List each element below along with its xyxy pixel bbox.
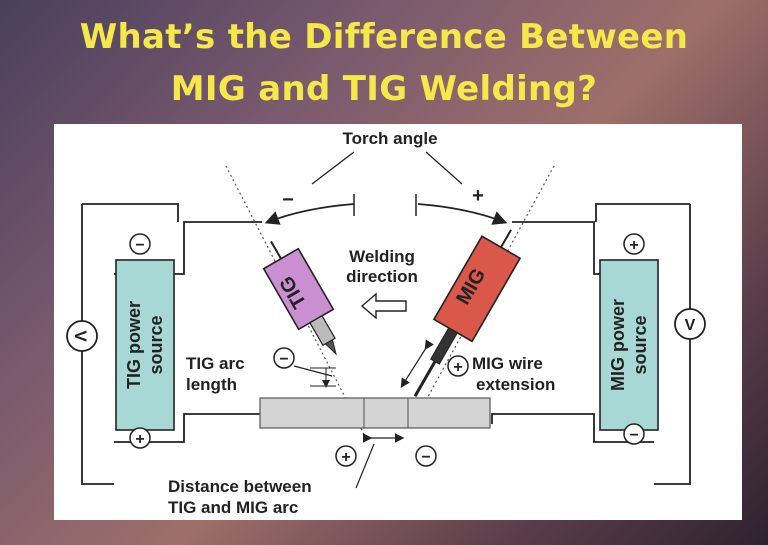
title-line-2: MIG and TIG Welding? <box>170 69 598 109</box>
tig-arc-label-2: length <box>186 375 237 394</box>
mig-wire-dimension <box>400 339 434 389</box>
minus-sign-top: − <box>282 189 294 211</box>
tig-torch: TIG <box>262 240 337 356</box>
mig-positive-terminal-icon <box>623 233 645 255</box>
distance-label-2: TIG and MIG arc <box>168 498 298 517</box>
tig-power-source-box <box>115 259 175 431</box>
mig-voltmeter-icon <box>674 308 706 340</box>
workpiece <box>259 397 491 429</box>
angle-arc-left <box>264 203 355 225</box>
mig-circuit-bottom-wire <box>491 413 654 443</box>
mig-power-source-label-1: MIG power <box>608 299 628 391</box>
tig-positive-terminal-sign: + <box>135 431 144 448</box>
mig-power-source-box <box>599 259 659 431</box>
tig-power-source-label-1: TIG power <box>124 301 144 389</box>
mig-wire-label-1: MIG wire <box>472 354 543 373</box>
angle-arc-right <box>417 203 508 225</box>
torch-angle-pointer-right <box>425 151 463 185</box>
mig-wire-positive-sign: + <box>453 359 462 376</box>
tig-voltmeter-label: V <box>71 330 90 342</box>
torch-angle-label: Torch angle <box>342 129 437 148</box>
workpiece-positive-sign: + <box>341 449 350 466</box>
tig-voltmeter-wire <box>81 204 114 485</box>
tig-arc-negative-icon <box>273 347 295 369</box>
workpiece-negative-icon <box>415 445 437 467</box>
mig-voltmeter-wire <box>654 204 691 485</box>
welding-direction-label-2: direction <box>346 267 418 286</box>
diagram-panel: Torch angle − + V TIG power source − + V… <box>54 124 742 520</box>
mig-wire-positive-icon <box>447 355 469 377</box>
distance-label-1: Distance between <box>168 477 312 496</box>
tig-voltmeter-top-wire <box>82 203 179 222</box>
tig-voltmeter-icon <box>66 320 98 352</box>
tig-positive-terminal-icon <box>129 427 151 449</box>
mig-negative-terminal-icon <box>623 423 645 445</box>
workpiece-negative-sign: − <box>421 449 430 466</box>
welding-direction-label-1: Welding <box>349 247 415 266</box>
tig-negative-terminal-sign: − <box>135 237 144 254</box>
tig-arc-label-1: TIG arc <box>186 354 245 373</box>
torch-angle-pointer-left <box>311 151 355 185</box>
mig-voltmeter-label: V <box>685 317 696 334</box>
mig-wire-label-2: extension <box>476 375 555 394</box>
tig-arc-negative-sign: − <box>279 351 288 368</box>
mig-negative-terminal-sign: − <box>629 427 638 444</box>
workpiece-positive-icon <box>335 445 357 467</box>
tig-negative-terminal-icon <box>129 233 151 255</box>
plus-sign-top: + <box>472 185 484 207</box>
distance-pointer <box>355 443 375 489</box>
welding-direction-arrow <box>360 292 407 320</box>
tig-power-source-label-2: source <box>146 315 166 374</box>
mig-voltmeter-top-wire <box>595 203 690 222</box>
title-line-1: What’s the Difference Between <box>79 17 689 57</box>
mig-positive-terminal-sign: + <box>629 237 638 254</box>
mig-power-source-label-2: source <box>630 315 650 374</box>
welding-diagram: Torch angle − + V TIG power source − + V… <box>66 129 706 517</box>
